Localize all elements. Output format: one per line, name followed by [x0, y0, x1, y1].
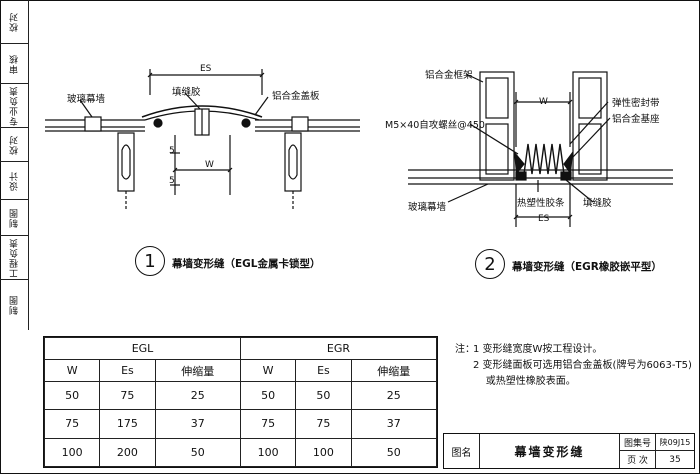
table-header: Es: [295, 359, 352, 382]
detail2-frame-label: 铝合金框架: [425, 70, 473, 81]
detail2-w-dim: W: [539, 97, 548, 107]
table-cell: 25: [350, 380, 438, 411]
table-cell: 50: [154, 437, 241, 468]
detail1-gap-bottom-dim: 5: [169, 176, 175, 186]
table-row: 100 200 50 100 100 50: [43, 437, 438, 468]
detail1-gap-top-dim: 5: [169, 146, 175, 156]
table-cell: 175: [99, 409, 156, 439]
side-cell-drafter: 制图: [0, 200, 28, 236]
detail-2-number: 2: [475, 249, 505, 279]
detail2-seal-label: 弹性密封带: [612, 98, 660, 109]
side-label: 校对: [9, 11, 20, 32]
detail-1-drawing: [45, 69, 360, 210]
table-group-egl: EGL: [44, 337, 241, 360]
signature-strip: 校对 审核 专业负责 校对 设计 制图 工程负责 制图: [0, 0, 29, 330]
table-header-row: W Es 伸缩量 W Es 伸缩量: [43, 359, 438, 382]
side-cell-drawing: 制图: [0, 280, 28, 330]
page-number: 35: [669, 454, 681, 465]
table-header: Es: [99, 359, 156, 382]
detail-1-number: 1: [135, 246, 165, 276]
atlas-number: 陕09J15: [656, 434, 694, 451]
table-cell: 100: [43, 437, 101, 468]
side-cell-project-lead: 工程负责: [0, 236, 28, 280]
side-cell-specialty-lead: 专业负责: [0, 84, 28, 128]
note-item: 1 变形缝宽度W按工程设计。: [473, 344, 603, 355]
table-cell: 75: [295, 409, 352, 439]
table-cell: 75: [239, 409, 297, 439]
table-cell: 100: [239, 437, 297, 468]
dimension-table: EGL EGR W Es 伸缩量 W Es 伸缩量 50 75 25 50 50…: [43, 336, 438, 468]
table-cell: 50: [350, 437, 438, 468]
table-cell: 37: [350, 409, 438, 439]
detail-2-caption: 幕墙变形缝（EGR橡胶嵌平型）: [512, 261, 662, 273]
side-label: 校对: [9, 134, 20, 155]
table-cell: 25: [154, 380, 241, 411]
side-cell-reviewer: 审核: [0, 44, 28, 84]
side-cell-designer: 设计: [0, 162, 28, 200]
table-cell: 50: [43, 380, 101, 411]
detail1-glass-label: 玻璃幕墙: [67, 94, 106, 105]
detail-1-caption: 幕墙变形缝（EGL金属卡锁型）: [172, 258, 321, 270]
table-header: 伸缩量: [350, 359, 438, 382]
notes-heading: 注：: [455, 344, 475, 355]
table-cell: 37: [154, 409, 241, 439]
table-row: 75 175 37 75 75 37: [43, 409, 438, 439]
table-cell: 100: [295, 437, 352, 468]
detail2-bolt-label: M5×40自攻螺丝@450: [385, 120, 485, 131]
table-cell: 75: [43, 409, 101, 439]
detail2-base-label: 铝合金基座: [612, 114, 660, 125]
side-label: 工程负责: [9, 237, 20, 278]
side-label: 专业负责: [9, 85, 20, 126]
side-label: 审核: [9, 53, 20, 74]
table-cell: 50: [239, 380, 297, 411]
detail1-cover-label: 铝合金盖板: [272, 91, 320, 102]
page-label: 页 次: [620, 451, 656, 468]
atlas-label: 图集号: [620, 434, 656, 451]
drawing-title: 幕墙变形缝: [480, 434, 620, 468]
detail-2-drawing: [408, 71, 673, 227]
note-item: 或热塑性橡胶表面。: [473, 376, 576, 387]
side-label: 设计: [9, 170, 20, 191]
detail2-es-dim: ES: [538, 214, 550, 224]
table-row: 50 75 25 50 50 25: [43, 380, 438, 411]
detail1-es-dim: ES: [200, 64, 212, 74]
table-cell: 75: [99, 380, 156, 411]
detail1-filler-label: 填缝胶: [172, 87, 201, 98]
detail2-glass-label: 玻璃幕墙: [408, 202, 447, 213]
note-item: 2 变形缝面板可选用铝合金盖板(牌号为6063-T5): [473, 360, 692, 371]
title-name-label: 图名: [444, 434, 480, 468]
detail2-filler-label: 填缝胶: [583, 198, 612, 209]
side-label: 制图: [9, 295, 20, 315]
table-header: W: [239, 359, 297, 382]
table-cell: 200: [99, 437, 156, 468]
detail2-thermal-label: 热塑性胶条: [517, 198, 565, 209]
table-header: W: [43, 359, 101, 382]
side-cell-checker: 校对: [0, 128, 28, 162]
side-cell-proofreader: 校对: [0, 0, 28, 44]
table-cell: 50: [295, 380, 352, 411]
detail1-w-dim: W: [205, 160, 214, 170]
table-group-egr: EGR: [239, 337, 438, 360]
table-header: 伸缩量: [154, 359, 241, 382]
side-label: 制图: [9, 207, 20, 228]
title-block: 图名 幕墙变形缝 图集号 陕09J15 页 次 35: [443, 433, 695, 469]
